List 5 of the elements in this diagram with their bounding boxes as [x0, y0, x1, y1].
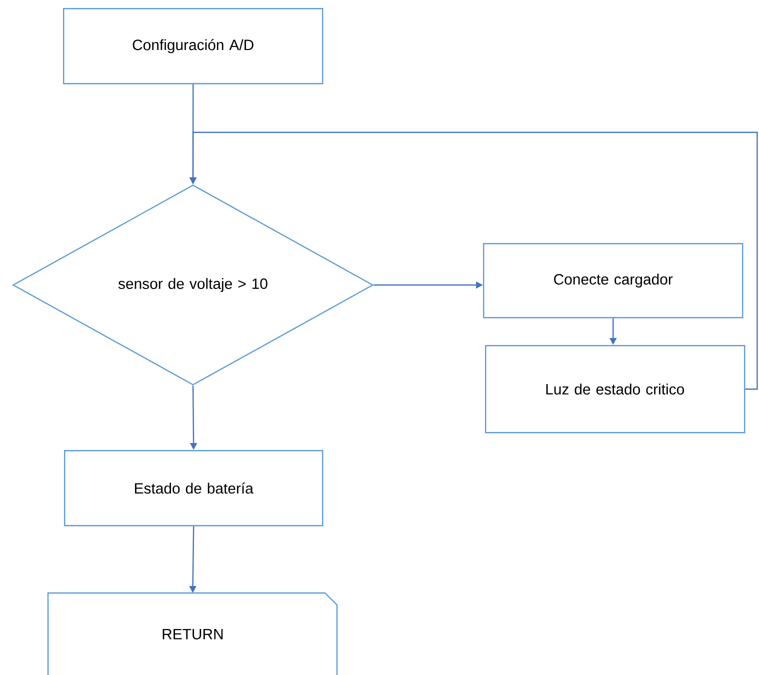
process-box: Luz de estado critico: [485, 345, 746, 434]
process-box: Estado de batería: [64, 450, 324, 526]
process-box: Conecte cargador: [483, 243, 744, 318]
terminal-box: RETURN: [47, 592, 338, 675]
process-box: Configuración A/D: [63, 8, 324, 84]
